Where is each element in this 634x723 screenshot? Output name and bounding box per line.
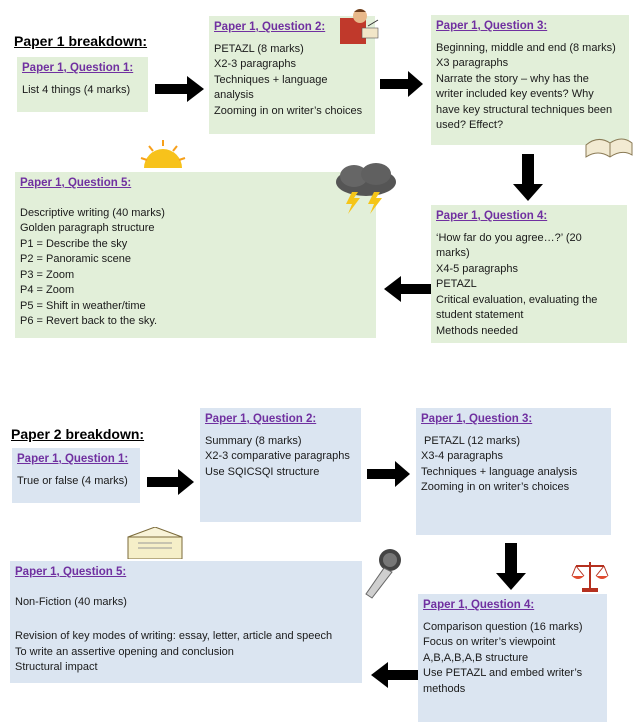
p2-q2-line: X2-3 comparative paragraphs xyxy=(205,450,350,462)
paper1-heading: Paper 1 breakdown: xyxy=(14,33,148,49)
p2-q1-title: Paper 1, Question 1: xyxy=(17,453,129,465)
paper2-heading: Paper 2 breakdown: xyxy=(11,426,145,442)
p2-q4-line: Use PETAZL and embed writer’s xyxy=(423,667,583,679)
p1-q2-line: Techniques + language xyxy=(214,73,328,86)
p1-q5-title: Paper 1, Question 5: xyxy=(20,177,132,189)
p2-q1-box: Paper 1, Question 1: True or false (4 ma… xyxy=(12,448,140,503)
storm-cloud-icon xyxy=(336,163,396,214)
p1-q3-title: Paper 1, Question 3: xyxy=(436,20,548,32)
p1-q1-title: Paper 1, Question 1: xyxy=(22,62,134,74)
scales-icon xyxy=(571,562,609,592)
p2-q5-title: Paper 1, Question 5: xyxy=(15,566,127,578)
p1-q3-line: have key structural techniques been xyxy=(436,103,613,116)
p1-q5-box: Paper 1, Question 5: Descriptive writing… xyxy=(15,172,376,338)
p1-q5-line: P1 = Describe the sky xyxy=(20,237,128,250)
p1-q5-line: Golden paragraph structure xyxy=(20,222,155,234)
p2-q3-title: Paper 1, Question 3: xyxy=(421,413,533,425)
p2-q3-line: X3-4 paragraphs xyxy=(421,450,503,462)
p2-q4-line: methods xyxy=(423,682,466,695)
down-arrow-icon xyxy=(513,154,543,201)
p1-q5-line: P2 = Panoramic scene xyxy=(20,253,131,265)
right-arrow-icon xyxy=(380,71,423,97)
p2-q5-line: Non-Fiction (40 marks) xyxy=(15,595,127,608)
p2-q5-line xyxy=(15,610,357,625)
p2-q4-title: Paper 1, Question 4: xyxy=(423,599,535,611)
p1-q5-line: P3 = Zoom xyxy=(20,268,75,281)
p1-q2-line: PETAZL (8 marks) xyxy=(214,42,304,55)
p2-q4-line: Focus on writer’s viewpoint xyxy=(423,636,556,648)
p1-q4-line: ‘How far do you agree…?’ (20 xyxy=(436,231,582,244)
p2-q3-line: PETAZL (12 marks) xyxy=(421,434,521,447)
p2-q2-line: Use SQICSQI structure xyxy=(205,465,320,478)
p2-q3-line: Techniques + language analysis xyxy=(421,465,578,478)
right-arrow-icon xyxy=(155,76,204,102)
p2-q2-title: Paper 1, Question 2: xyxy=(205,413,317,425)
p1-q1-box: Paper 1, Question 1: List 4 things (4 ma… xyxy=(17,57,148,112)
p1-q3-line: X3 paragraphs xyxy=(436,57,509,69)
p2-q4-line: Comparison question (16 marks) xyxy=(423,620,583,633)
p1-q4-line: student statement xyxy=(436,309,524,321)
p1-q3-line: Beginning, middle and end (8 marks) xyxy=(436,41,616,54)
p1-q5-line: P5 = Shift in weather/time xyxy=(20,299,146,312)
p2-q3-box: Paper 1, Question 3: PETAZL (12 marks) X… xyxy=(416,408,611,535)
p2-q4-box: Paper 1, Question 4: Comparison question… xyxy=(418,594,607,722)
p2-q5-line: Revision of key modes of writing: essay,… xyxy=(15,630,333,642)
p1-q2-line: Zooming in on writer’s choices xyxy=(214,104,363,117)
down-arrow-icon xyxy=(496,543,526,590)
left-arrow-icon xyxy=(384,276,431,302)
p1-q5-line: Descriptive writing (40 marks) xyxy=(20,206,165,219)
p1-q2-line: X2-3 paragraphs xyxy=(214,58,296,70)
p1-q4-line: Methods needed xyxy=(436,324,518,337)
p1-q5-line: P6 = Revert back to the sky. xyxy=(20,315,158,327)
p1-q3-line: used? Effect? xyxy=(436,119,504,131)
p2-q2-line: Summary (8 marks) xyxy=(205,434,302,447)
right-arrow-icon xyxy=(147,469,194,495)
p1-q4-title: Paper 1, Question 4: xyxy=(436,210,548,222)
p1-q5-line: P4 = Zoom xyxy=(20,284,75,296)
p2-q3-line: Zooming in on writer’s choices xyxy=(421,481,570,493)
p1-q3-box: Paper 1, Question 3: Beginning, middle a… xyxy=(431,15,629,145)
p1-q4-line: X4-5 paragraphs xyxy=(436,262,518,275)
p1-q2-line: analysis xyxy=(214,89,254,101)
reading-man-icon xyxy=(340,9,379,44)
p1-q4-line: Critical evaluation, evaluating the xyxy=(436,293,598,306)
p2-q4-line: A,B,A,B,A,B structure xyxy=(423,651,529,664)
right-arrow-icon xyxy=(367,461,410,487)
p2-q5-line: Structural impact xyxy=(15,661,98,673)
left-arrow-icon xyxy=(371,662,418,688)
p1-q3-line: Narrate the story – why has the xyxy=(436,72,589,85)
book-icon xyxy=(585,138,633,158)
p2-q5-box: Paper 1, Question 5: Non-Fiction (40 mar… xyxy=(10,561,362,683)
p2-q5-line: To write an assertive opening and conclu… xyxy=(15,645,234,658)
p1-q4-box: Paper 1, Question 4: ‘How far do you agr… xyxy=(431,205,627,343)
p1-q4-line: PETAZL xyxy=(436,278,477,290)
p1-q2-title: Paper 1, Question 2: xyxy=(214,21,326,33)
p1-q3-line: writer included key events? Why xyxy=(436,88,594,100)
p2-q1-line: True or false (4 marks) xyxy=(17,474,128,487)
p2-q2-box: Paper 1, Question 2: Summary (8 marks) X… xyxy=(200,408,361,522)
envelope-letter-icon xyxy=(127,527,183,559)
microphone-icon xyxy=(365,549,401,599)
sun-icon xyxy=(140,140,186,168)
p1-q4-line: marks) xyxy=(436,247,470,259)
p1-q1-line: List 4 things (4 marks) xyxy=(22,83,131,96)
